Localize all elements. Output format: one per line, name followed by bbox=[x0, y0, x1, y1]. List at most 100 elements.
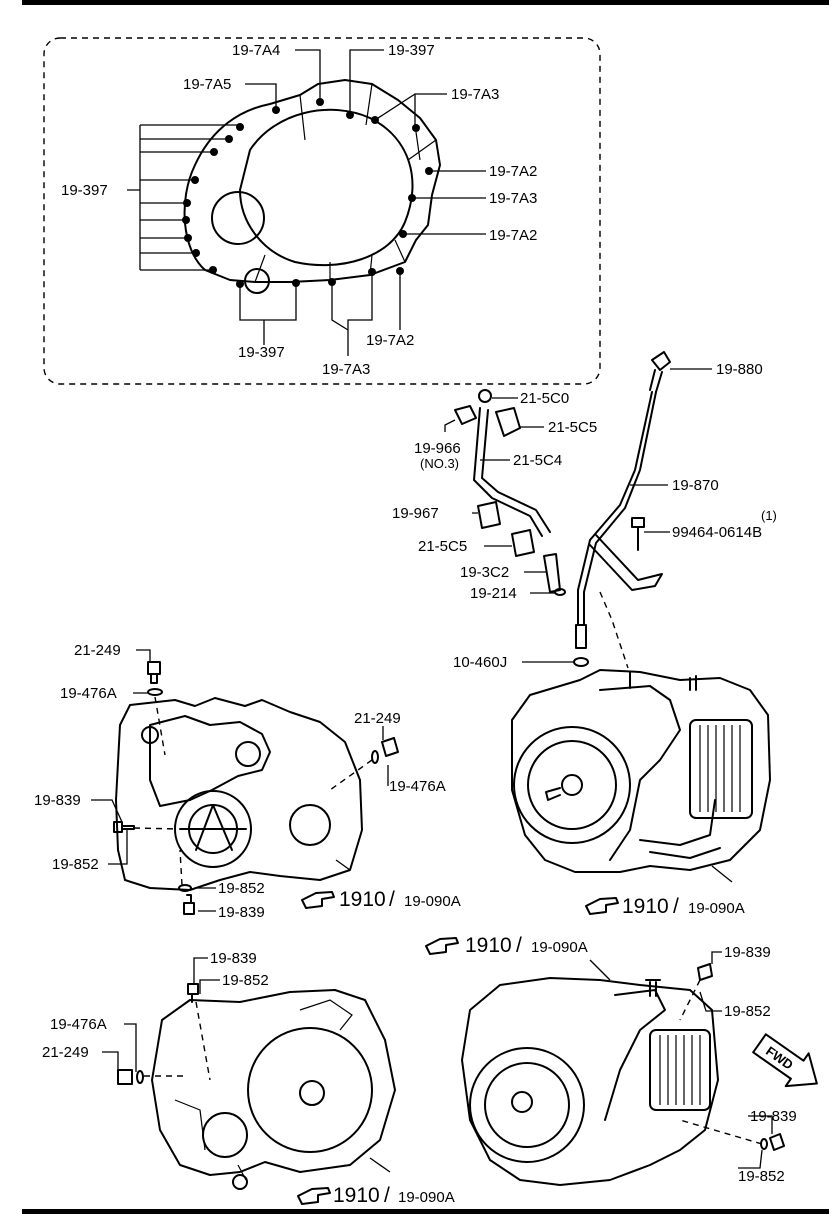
right-shaft bbox=[545, 787, 561, 801]
left-flange bbox=[174, 790, 252, 868]
bottom-border bbox=[22, 1209, 829, 1214]
br-converter-hub bbox=[511, 1091, 533, 1113]
right-converter-hub bbox=[561, 774, 583, 796]
o-ring-19-214 bbox=[554, 588, 566, 596]
left-boss-b bbox=[235, 741, 261, 767]
bl-case-outline bbox=[151, 989, 396, 1176]
left-case-outline bbox=[115, 697, 363, 891]
br-stud bbox=[645, 979, 661, 997]
bl-ref-sub: 19-090A bbox=[398, 1189, 455, 1206]
fwd-arrow-icon: FWD bbox=[752, 1033, 818, 1088]
label-br-19-839-top: 19-839 bbox=[724, 944, 771, 961]
label-19-397-top: 19-397 bbox=[388, 42, 435, 59]
bl-dash-guides bbox=[144, 1001, 211, 1081]
right-ref-sub: 19-090A bbox=[688, 900, 745, 917]
dipstick-tip bbox=[575, 624, 587, 649]
label-bl-19-839: 19-839 bbox=[210, 950, 257, 967]
left-spider bbox=[179, 804, 247, 851]
bl-ref-sep: / bbox=[384, 1184, 390, 1207]
label-19-476a-right: 19-476A bbox=[389, 778, 446, 795]
dipstick-assembly: 19-880 21-5C0 21-5C5 19-966 (NO.3) 21-5C… bbox=[392, 351, 777, 671]
br-valve-body bbox=[604, 989, 666, 1121]
label-19-397-bottom: 19-397 bbox=[238, 344, 285, 361]
right-pipes bbox=[639, 799, 721, 859]
label-19-7a2-r3: 19-7A2 bbox=[489, 227, 537, 244]
left-plug-top bbox=[147, 661, 161, 684]
label-bl-19-476a: 19-476A bbox=[50, 1016, 107, 1033]
pointing-hand-icon bbox=[301, 891, 335, 909]
right-valve-body bbox=[599, 685, 681, 861]
label-21-249-top: 21-249 bbox=[74, 642, 121, 659]
label-19-397-left: 19-397 bbox=[61, 182, 108, 199]
label-bl-19-852: 19-852 bbox=[222, 972, 269, 989]
left-bolt-left bbox=[113, 821, 135, 833]
bl-plug bbox=[117, 1069, 133, 1085]
label-br-19-852-bottom: 19-852 bbox=[738, 1168, 785, 1185]
filler-tube-21-5c4 bbox=[473, 407, 551, 537]
bottom-left-transaxle-view: 19-839 19-852 19-476A 21-249 1910 / 19-0… bbox=[42, 950, 455, 1207]
label-bl-21-249: 21-249 bbox=[42, 1044, 89, 1061]
right-studs bbox=[629, 671, 697, 691]
pointing-hand-icon bbox=[297, 1187, 331, 1205]
bl-ribs bbox=[174, 999, 353, 1181]
right-torque-converter bbox=[513, 726, 631, 844]
br-ref-note: 1910 / 19-090A bbox=[425, 934, 588, 957]
leader-lines-inset bbox=[127, 49, 486, 356]
left-washer-top bbox=[147, 688, 163, 696]
bl-converter-face bbox=[247, 1027, 373, 1153]
br-ref-arrow bbox=[589, 959, 611, 981]
right-ref-arrow bbox=[711, 865, 733, 883]
label-br-19-852-top: 19-852 bbox=[724, 1003, 771, 1020]
left-washer-right bbox=[371, 750, 379, 764]
housing-rib-b bbox=[254, 239, 406, 283]
br-ref-num: 1910 bbox=[465, 934, 512, 957]
br-ref-sep: / bbox=[516, 934, 522, 957]
top-border bbox=[22, 0, 829, 5]
leader-lines-left bbox=[91, 649, 389, 912]
bl-ref-note: 1910 / 19-090A bbox=[297, 1184, 455, 1207]
left-dash-guides bbox=[133, 696, 373, 886]
tube-seal-19-3c2 bbox=[543, 553, 561, 593]
leader-lines-bl bbox=[102, 957, 391, 1173]
label-19-966-note: (NO.3) bbox=[420, 456, 459, 471]
converter-housing-outline bbox=[183, 79, 441, 283]
label-19-967: 19-967 bbox=[392, 505, 439, 522]
br-bolt-bottom bbox=[769, 1133, 785, 1151]
label-19-7a2-r1: 19-7A2 bbox=[489, 163, 537, 180]
bracket-bolt bbox=[631, 517, 645, 551]
label-br-19-839-bottom: 19-839 bbox=[750, 1108, 797, 1125]
tube-clip-19-967 bbox=[477, 501, 501, 529]
label-19-839-bottom: 19-839 bbox=[218, 904, 265, 921]
housing-bore bbox=[211, 191, 265, 245]
bolt-points bbox=[182, 98, 433, 288]
br-torque-converter bbox=[469, 1047, 585, 1163]
left-plug-hole bbox=[141, 726, 159, 744]
label-19-7a3-bottom: 19-7A3 bbox=[322, 361, 370, 378]
br-ref-sub: 19-090A bbox=[531, 939, 588, 956]
left-case-inner bbox=[149, 715, 271, 807]
tube-clip-21-5c5-lower bbox=[511, 529, 535, 557]
bl-washer bbox=[136, 1070, 144, 1084]
left-bolt-bottom bbox=[183, 894, 195, 915]
label-19-7a5: 19-7A5 bbox=[183, 76, 231, 93]
right-converter-ring bbox=[527, 740, 617, 830]
label-19-870: 19-870 bbox=[672, 477, 719, 494]
label-19-214: 19-214 bbox=[470, 585, 517, 602]
right-ref-sep: / bbox=[673, 895, 679, 918]
label-19-7a3-r2: 19-7A3 bbox=[489, 190, 537, 207]
label-bolt-qty: (1) bbox=[761, 508, 777, 523]
right-ref-num: 1910 bbox=[622, 895, 669, 918]
label-21-5c4: 21-5C4 bbox=[513, 452, 562, 469]
right-case-outline bbox=[511, 669, 771, 873]
left-ref-sub: 19-090A bbox=[404, 893, 461, 910]
pointing-hand-icon bbox=[585, 897, 619, 915]
housing-bolt-inset: 19-7A4 19-397 19-7A5 19-7A3 19-397 19-7A… bbox=[43, 37, 601, 385]
bl-converter-hub bbox=[299, 1080, 325, 1106]
left-gasket-bottom bbox=[178, 884, 192, 892]
dipstick-handle bbox=[649, 351, 671, 393]
br-bolt-top bbox=[697, 963, 713, 981]
inset-dashed-frame bbox=[43, 37, 601, 385]
label-19-3c2: 19-3C2 bbox=[460, 564, 509, 581]
label-19-966: 19-966 bbox=[414, 440, 461, 457]
